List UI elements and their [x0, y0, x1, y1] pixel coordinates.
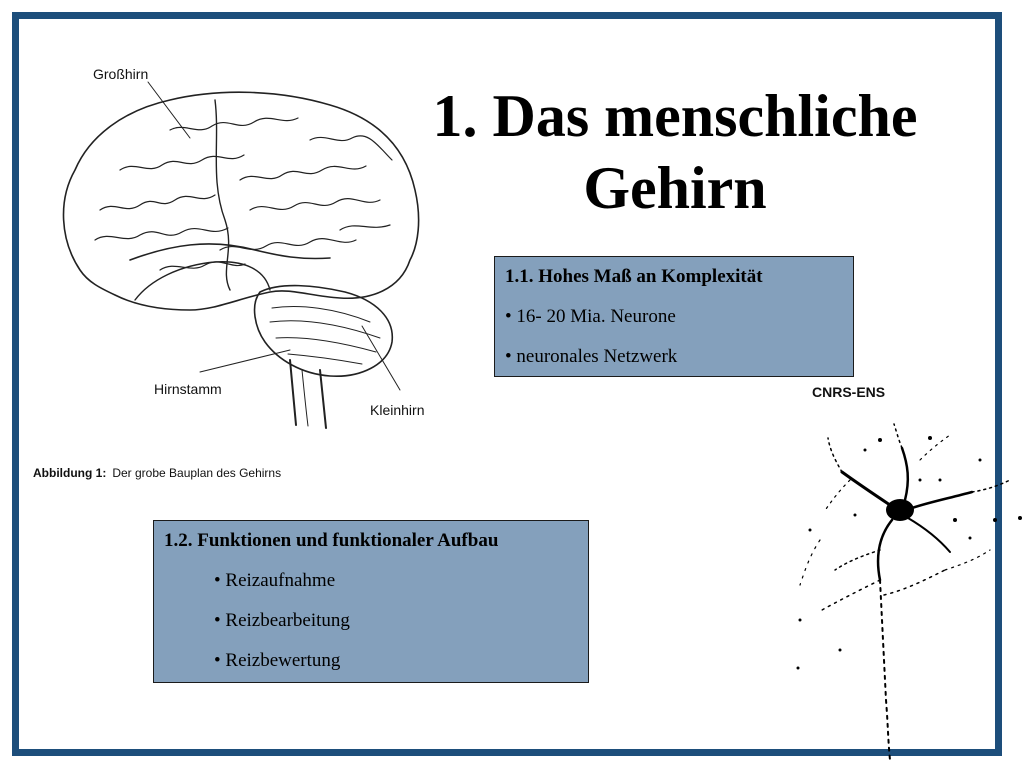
slide-title: 1. Das menschliche Gehirn	[410, 80, 940, 224]
image-credit: CNRS-ENS	[812, 384, 886, 400]
box-heading: 1.2. Funktionen und funktionaler Aufbau	[164, 530, 499, 551]
neuron-image	[796, 423, 1022, 761]
brain-illustration	[62, 81, 420, 429]
label-cerebrum: Großhirn	[93, 66, 149, 82]
title-line-2: Gehirn	[583, 155, 767, 221]
title-line-1: 1. Das menschliche	[432, 83, 918, 149]
figure-caption: Abbildung 1: Der grobe Bauplan des Gehirn…	[33, 466, 281, 480]
label-brainstem: Hirnstamm	[154, 381, 222, 397]
list-item: • Reizaufnahme	[214, 570, 336, 591]
box-heading: 1.1. Hohes Maß an Komplexität	[505, 266, 763, 287]
caption-prefix: Abbildung 1:	[33, 466, 107, 480]
list-item: • Reizbearbeitung	[214, 610, 350, 631]
info-box-complexity: 1.1. Hohes Maß an Komplexität • 16- 20 M…	[494, 256, 854, 377]
list-item: • 16- 20 Mia. Neurone	[505, 306, 676, 327]
info-box-functions: 1.2. Funktionen und funktionaler Aufbau …	[153, 520, 589, 683]
list-item: • neuronales Netzwerk	[505, 346, 678, 367]
list-item: • Reizbewertung	[214, 650, 341, 671]
caption-text: Der grobe Bauplan des Gehirns	[112, 466, 282, 480]
label-cerebellum: Kleinhirn	[370, 402, 425, 418]
